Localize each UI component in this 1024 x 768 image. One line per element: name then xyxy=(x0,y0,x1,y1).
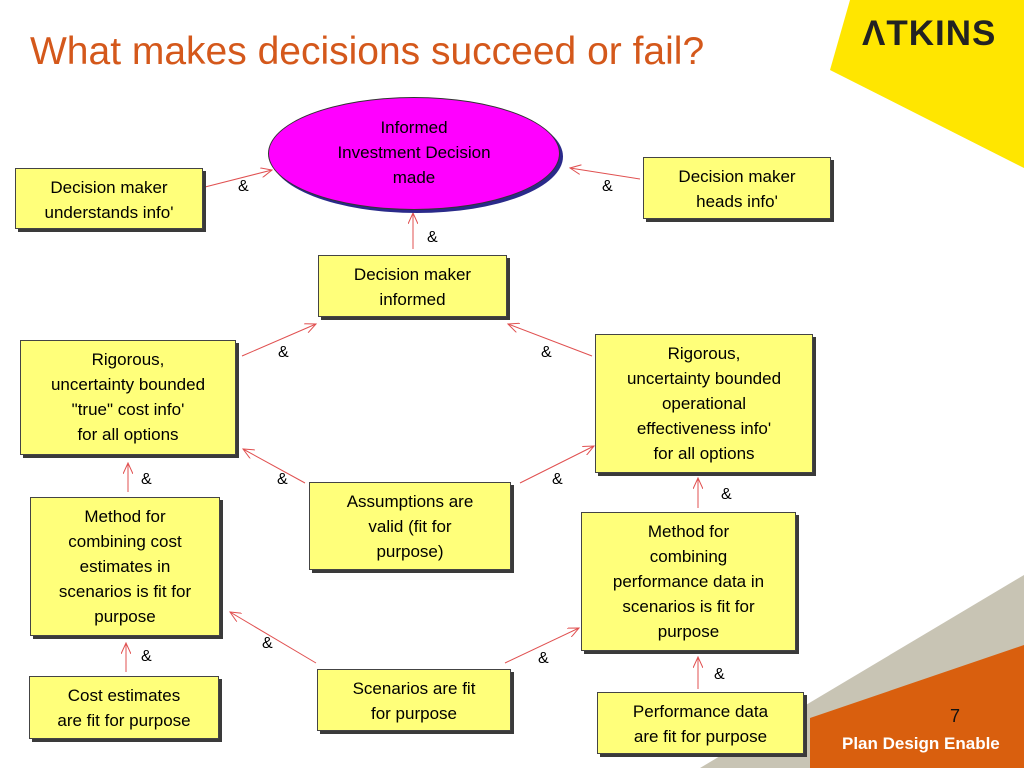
page-title: What makes decisions succeed or fail? xyxy=(30,30,705,73)
and-label: & xyxy=(552,471,563,488)
and-label: & xyxy=(238,178,249,195)
cost-method-node: Method for combining cost estimates in s… xyxy=(30,497,220,636)
and-label: & xyxy=(538,650,549,667)
orange-corner-shape xyxy=(810,645,1024,768)
perf-data-node: Performance data are fit for purpose xyxy=(597,692,804,754)
and-label: & xyxy=(427,229,438,246)
arrow-understands-to-goal xyxy=(204,170,272,188)
and-label: & xyxy=(541,344,552,361)
decision-maker-informed-node: Decision maker informed xyxy=(318,255,507,317)
and-label: & xyxy=(141,471,152,488)
cost-estimates-node: Cost estimates are fit for purpose xyxy=(29,676,219,739)
scenarios-node: Scenarios are fit for purpose xyxy=(317,669,511,731)
understands-info-node: Decision maker understands info' xyxy=(15,168,203,229)
page-number: 7 xyxy=(950,706,961,726)
and-label: & xyxy=(262,635,273,652)
tagline: Plan Design Enable xyxy=(842,734,1000,753)
arrow-assumptions-to-cost-info xyxy=(243,449,306,484)
and-label: & xyxy=(277,471,288,488)
arrow-cost-info-to-informed xyxy=(241,324,316,357)
assumptions-node: Assumptions are valid (fit for purpose) xyxy=(309,482,511,570)
perf-method-node: Method for combining performance data in… xyxy=(581,512,796,651)
arrow-assumptions-to-ops-info xyxy=(519,446,594,484)
cost-info-node: Rigorous, uncertainty bounded "true" cos… xyxy=(20,340,236,455)
arrow-ops-info-to-informed xyxy=(508,324,593,357)
atkins-logo: ΛTKINS xyxy=(862,14,997,53)
and-label: & xyxy=(278,344,289,361)
arrow-heads-to-goal xyxy=(570,168,641,180)
ops-info-node: Rigorous, uncertainty bounded operationa… xyxy=(595,334,813,473)
informed-investment-decision-node: Informed Investment Decision made xyxy=(268,97,560,210)
and-label: & xyxy=(714,666,725,683)
yellow-corner-shape xyxy=(830,0,1024,168)
and-label: & xyxy=(602,178,613,195)
arrow-scenarios-to-perf-method xyxy=(504,628,579,664)
arrow-scenarios-to-cost-method xyxy=(230,612,317,664)
and-label: & xyxy=(721,486,732,503)
and-label: & xyxy=(141,648,152,665)
heads-info-node: Decision maker heads info' xyxy=(643,157,831,219)
